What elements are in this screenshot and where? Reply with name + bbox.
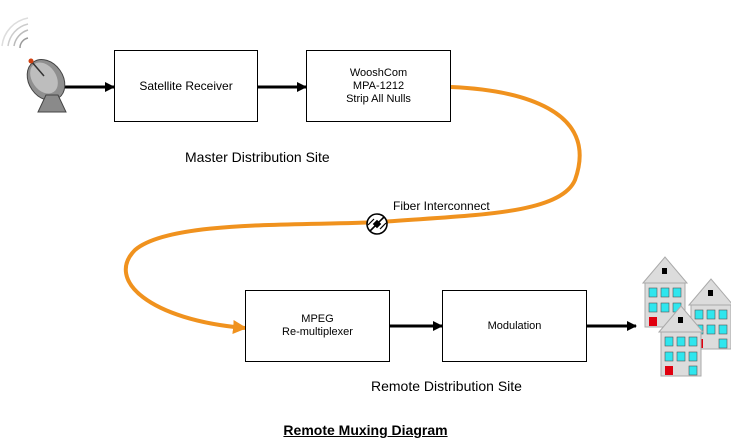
remux-line-1: MPEG (301, 313, 334, 325)
modulation-label: Modulation (487, 319, 542, 332)
fiber-connector-icon (366, 213, 388, 235)
satellite-receiver-label: Satellite Receiver (139, 78, 233, 93)
wooshcom-box: WooshCom MPA-1212 Strip All Nulls (306, 50, 451, 122)
houses-icon (642, 256, 731, 377)
remux-box: MPEG Re-multiplexer (245, 290, 390, 362)
diagram-caption-text: Remote Muxing Diagram (283, 422, 448, 438)
wooshcom-line-1: WooshCom (349, 66, 408, 79)
remote-site-label: Remote Distribution Site (371, 378, 522, 394)
wooshcom-line-3: Strip All Nulls (346, 92, 411, 105)
remux-line-2: Re-multiplexer (282, 326, 353, 338)
satellite-receiver-box: Satellite Receiver (114, 50, 258, 122)
satellite-dish-icon (1, 17, 67, 113)
fiber-interconnect-label: Fiber Interconnect (393, 199, 490, 213)
master-site-label: Master Distribution Site (185, 149, 330, 165)
diagram-caption: Remote Muxing Diagram (0, 422, 731, 438)
modulation-box: Modulation (442, 290, 587, 362)
wooshcom-line-2: MPA-1212 (352, 79, 405, 92)
